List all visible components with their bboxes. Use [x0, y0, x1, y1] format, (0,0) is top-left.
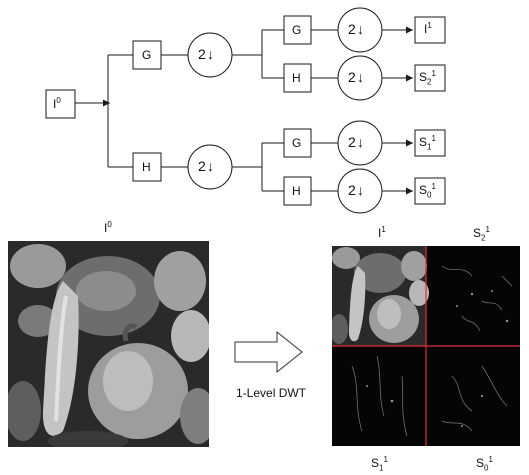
downsample-circle — [337, 55, 383, 101]
approximation-subband — [332, 246, 429, 346]
filter-g-label: G — [142, 48, 152, 62]
source-image-label: I0 — [104, 220, 112, 235]
output-label: I1 — [424, 21, 432, 36]
filter-h-label: H — [142, 160, 151, 174]
dwt-decomposition-image — [332, 246, 520, 446]
quadrant-label-bottom-left: S11 — [371, 455, 388, 473]
output-label: S01 — [419, 182, 436, 200]
filter-h-label: H — [292, 71, 301, 85]
input-label: I0 — [53, 96, 61, 111]
connector-lines — [75, 26, 413, 195]
filter-bank-diagram — [45, 7, 446, 214]
downsample-label: 2 ↓ — [348, 69, 364, 85]
filter-g-label: G — [292, 23, 302, 37]
output-label: S11 — [419, 134, 436, 152]
downsample-circle — [187, 32, 233, 78]
output-box — [414, 129, 446, 157]
filter-h-box — [283, 63, 312, 93]
output-box — [414, 64, 446, 92]
quadrant-label-top-right: S21 — [473, 225, 490, 243]
detail-subbands — [351, 265, 513, 437]
transform-arrow-icon — [234, 331, 303, 373]
downsample-label: 2 ↓ — [348, 134, 364, 150]
downsample-label: 2 ↓ — [348, 21, 364, 37]
filter-h-label: H — [292, 184, 301, 198]
transform-label: 1-Level DWT — [236, 386, 307, 400]
filter-h-box — [283, 176, 312, 206]
source-peppers-image — [8, 241, 209, 447]
filter-g-box — [283, 128, 312, 158]
output-box — [414, 16, 446, 44]
quadrant-label-top-left: I1 — [378, 225, 386, 240]
downsample-circle — [187, 144, 233, 190]
quadrant-label-bottom-right: S01 — [476, 455, 493, 473]
filter-g-label: G — [292, 136, 302, 150]
filter-h-box — [132, 152, 162, 182]
downsample-label: 2 ↓ — [198, 158, 214, 174]
downsample-circle — [337, 120, 383, 166]
downsample-label: 2 ↓ — [198, 46, 214, 62]
input-box — [45, 89, 76, 119]
downsample-circle — [337, 168, 383, 214]
output-box — [414, 177, 446, 205]
downsample-label: 2 ↓ — [348, 182, 364, 198]
filter-g-box — [283, 15, 312, 45]
filter-g-box — [132, 40, 162, 70]
downsample-circle — [337, 7, 383, 53]
output-label: S21 — [419, 69, 436, 87]
